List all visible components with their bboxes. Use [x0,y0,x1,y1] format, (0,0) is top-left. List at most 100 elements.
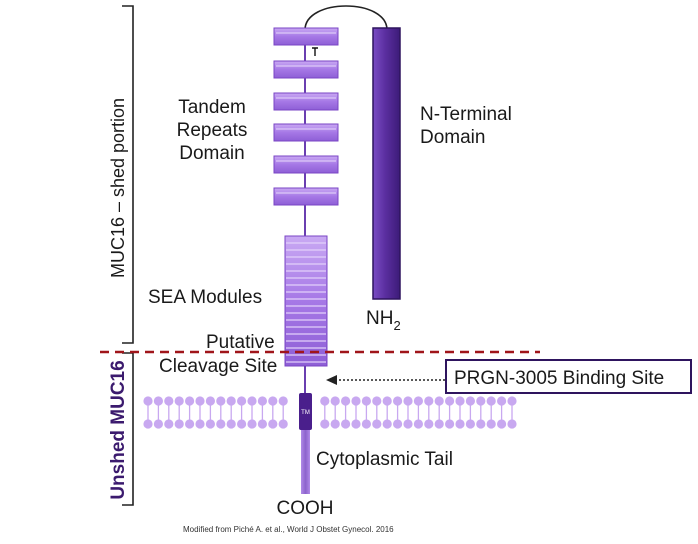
lipid-head [465,419,475,429]
lipid-head [164,419,174,429]
lipid-head [486,396,496,406]
lipid-head [382,396,392,406]
lipid-head [455,396,465,406]
tandem-repeat [273,155,339,174]
lipid-head [403,419,413,429]
lipid-head [361,419,371,429]
lipid-head [216,396,226,406]
shed-bracket [122,5,134,344]
unshed-muc16-label: Unshed MUC16 [108,360,129,499]
lipid-head [174,396,184,406]
lipid-head [185,419,195,429]
lipid-head [226,419,236,429]
lipid-head [320,396,330,406]
lipid-head [372,419,382,429]
tandem-label-line3: Domain [179,143,244,164]
lipid-head [237,396,247,406]
lipid-head [507,419,517,429]
lipid-head [465,396,475,406]
lipid-head [341,419,351,429]
lipid-head [351,419,361,429]
lipid-head [330,396,340,406]
lipid-head [434,396,444,406]
lipid-head [445,419,455,429]
lipid-head [164,396,174,406]
lipid-head [434,419,444,429]
tandem-repeat [273,187,339,206]
lipid-head [143,396,153,406]
binding-site-box [445,359,692,394]
lipid-head [268,419,278,429]
lipid-head [247,396,257,406]
lipid-head [486,419,496,429]
lipid-head [403,396,413,406]
tandem-repeat [273,60,339,79]
lipid-head [445,396,455,406]
lipid-head [476,419,486,429]
lipid-head [393,396,403,406]
transmembrane-segment [299,393,312,430]
lipid-head [413,419,423,429]
tandem-repeat [273,92,339,111]
lipid-head [205,419,215,429]
cleavage-site-label: Cleavage Site [159,356,277,377]
lipid-head [153,419,163,429]
lipid-head [382,419,392,429]
tm-label: TM [301,410,310,416]
lipid-head [226,396,236,406]
lipid-head [205,396,215,406]
lipid-head [216,419,226,429]
lipid-head [174,419,184,429]
lipid-head [393,419,403,429]
lipid-head [330,419,340,429]
lipid-head [185,396,195,406]
tandem-repeat [273,27,339,46]
lipid-head [413,396,423,406]
cooh-label: COOH [277,498,334,519]
lipid-head [320,419,330,429]
sea-modules-block [284,235,328,367]
tandem-repeat [273,123,339,142]
lipid-head [361,396,371,406]
lipid-head [143,419,153,429]
cell-membrane [143,396,517,429]
lipid-head [195,396,205,406]
lipid-head [268,396,278,406]
tandem-label-line1: Tandem [178,97,246,118]
lipid-head [497,419,507,429]
lipid-head [351,396,361,406]
lipid-head [257,419,267,429]
arrowhead-icon [326,375,337,385]
lipid-head [372,396,382,406]
lipid-head [153,396,163,406]
lipid-head [497,396,507,406]
tandem-label-line2: Repeats [177,120,248,141]
cytoplasmic-tail-label: Cytoplasmic Tail [316,449,453,470]
tandem-repeats [273,27,339,206]
binding-site-label: PRGN-3005 Binding Site [454,368,664,389]
repeat-marker-glyph [312,47,318,56]
lipid-head [237,419,247,429]
lipid-head [507,396,517,406]
lipid-head [424,396,434,406]
n-terminal-connector-loop [304,5,388,31]
sea-modules-label: SEA Modules [148,287,262,308]
shed-portion-label: MUC16 – shed portion [108,98,128,278]
lipid-head [476,396,486,406]
tandem-repeat-highlights [276,32,336,194]
lipid-head [278,396,288,406]
lipid-head [455,419,465,429]
unshed-bracket [122,352,134,506]
n-terminal-domain-bar [372,27,401,300]
lipid-head [341,396,351,406]
lipid-head [424,419,434,429]
putative-label: Putative [206,332,275,353]
lipid-head [278,419,288,429]
source-credit: Modified from Piché A. et al., World J O… [183,525,394,534]
n-terminal-label-line2: Domain [420,127,485,148]
n-terminal-label-line1: N-Terminal [420,104,512,125]
lipid-head [195,419,205,429]
lipid-head [257,396,267,406]
